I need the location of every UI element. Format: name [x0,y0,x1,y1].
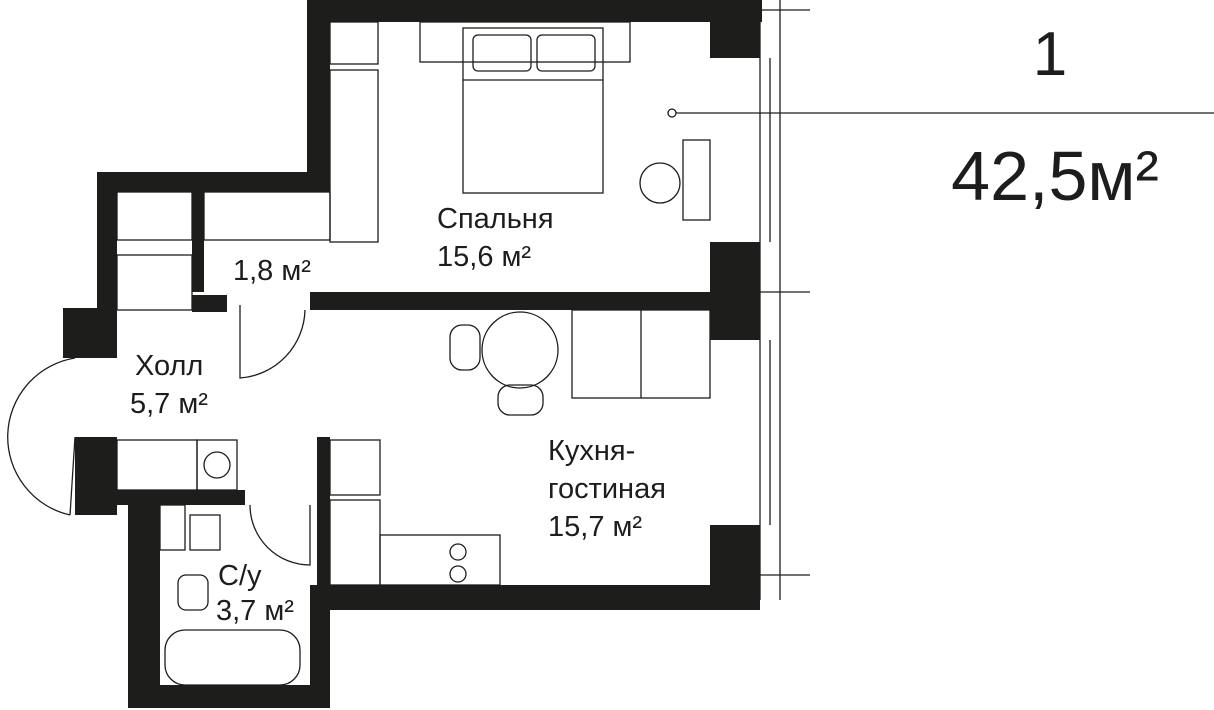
room-name-bathroom: С/у [218,560,262,592]
closet-door [239,305,306,379]
kitchen [329,439,501,586]
rooms-count: 1 [1033,20,1067,89]
room-name-bedroom: Спальня [437,203,554,235]
callout-dot [667,108,677,118]
bed [419,21,631,194]
room-name-kitchen-2: гостиная [548,473,666,505]
room-area-bathroom: 3,7 м² [216,595,294,627]
room-area-hall: 5,7 м² [130,388,208,420]
room-area-closet: 1,8 м² [233,255,311,287]
bathroom-fixtures [116,439,301,686]
windows [759,0,810,600]
desk [639,139,711,221]
room-name-hall: Холл [135,350,203,382]
walls [63,0,762,708]
room-area-kitchen: 15,7 м² [548,511,642,543]
room-area-bedroom: 15,6 м² [437,241,531,273]
living-furniture [449,309,711,416]
room-name-kitchen: Кухня- [548,435,635,467]
bathroom-door [249,504,311,566]
entrance-door [7,357,76,516]
total-area: 42,5м² [951,137,1159,215]
wardrobes [116,21,379,311]
